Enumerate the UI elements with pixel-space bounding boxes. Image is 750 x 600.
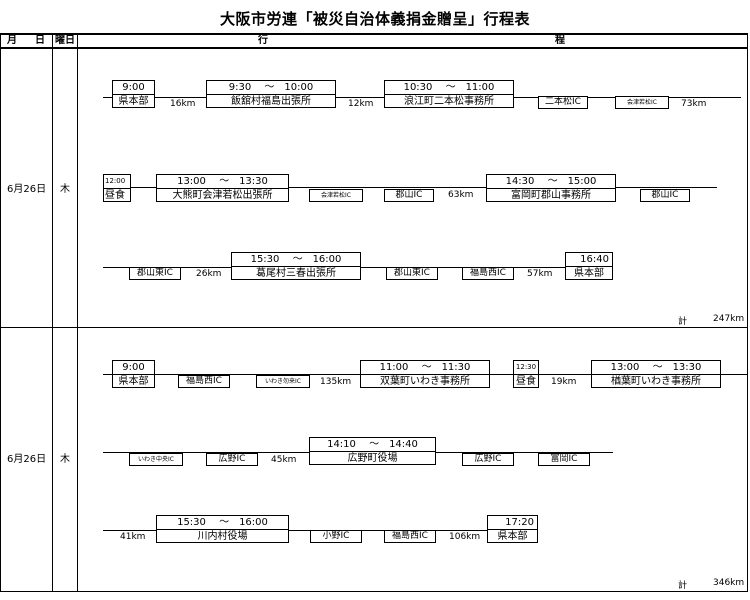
total-label: 計 <box>678 317 688 327</box>
interchange-box: 郡山東IC <box>129 267 181 280</box>
page-title: 大阪市労連「被災自治体義捐金贈呈」行程表 <box>219 10 530 28</box>
day1-weekday: 木 <box>60 184 70 195</box>
distance-label: 26km <box>196 269 222 279</box>
table-border-left <box>0 33 1 592</box>
interchange-box: 富岡IC <box>538 453 590 466</box>
day2-weekday: 木 <box>60 454 70 465</box>
interchange-box: 広野IC <box>206 453 258 466</box>
itinerary-table <box>0 33 748 592</box>
timeline-line <box>103 187 717 188</box>
distance-label: 45km <box>271 455 297 465</box>
header-day: 日 <box>35 35 45 46</box>
distance-label: 19km <box>551 377 577 387</box>
day2-date: 6月26日 <box>7 454 47 465</box>
interchange-box: 会津若松IC <box>615 96 669 109</box>
interchange-box: いわき中央IC <box>129 453 183 466</box>
table-border-right <box>747 33 748 592</box>
header-separator <box>0 47 748 49</box>
header-month: 月 <box>7 35 17 46</box>
interchange-box: 福島西IC <box>462 267 514 280</box>
interchange-box: 福島西IC <box>384 530 436 543</box>
distance-label: 135km <box>320 377 352 387</box>
distance-label: 41km <box>120 532 146 542</box>
day1-date: 6月26日 <box>7 184 47 195</box>
day-separator <box>0 327 748 328</box>
interchange-box: 会津若松IC <box>309 189 363 202</box>
total-distance: 346km <box>713 578 745 588</box>
interchange-box: 郡山IC <box>640 189 690 202</box>
header-weekday: 曜日 <box>55 35 75 46</box>
distance-label: 106km <box>449 532 481 542</box>
distance-label: 73km <box>681 99 707 109</box>
interchange-box: 広野IC <box>462 453 514 466</box>
distance-label: 12km <box>348 99 374 109</box>
header-itinerary-a: 行 <box>258 35 268 46</box>
interchange-box: 郡山IC <box>384 189 434 202</box>
interchange-box: 郡山東IC <box>386 267 438 280</box>
interchange-box: 二本松IC <box>538 96 588 109</box>
distance-label: 16km <box>170 99 196 109</box>
total-label: 計 <box>678 581 688 591</box>
total-distance: 247km <box>713 314 745 324</box>
distance-label: 63km <box>448 190 474 200</box>
distance-label: 57km <box>527 269 553 279</box>
interchange-box: 福島西IC <box>178 375 230 388</box>
col-sep-weekday <box>77 33 78 592</box>
col-sep-date <box>52 33 53 592</box>
interchange-box: いわき勿来IC <box>256 375 310 388</box>
header-itinerary-b: 程 <box>555 35 565 46</box>
interchange-box: 小野IC <box>310 530 362 543</box>
